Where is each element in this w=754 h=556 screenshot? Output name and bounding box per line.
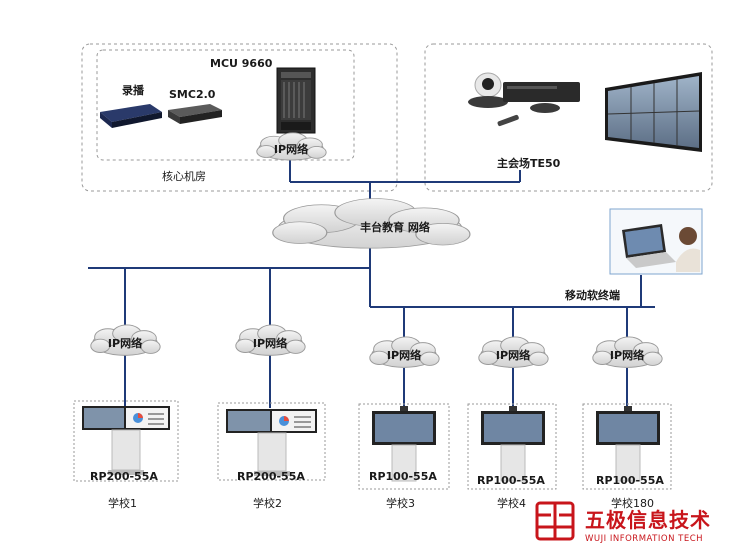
- school-3-model-label: RP100-55A: [369, 470, 437, 483]
- school-1-model-label: RP200-55A: [90, 470, 158, 483]
- main-venue-box: [424, 43, 713, 192]
- recorder-label: 录播: [122, 83, 145, 97]
- school-1-name: 学校1: [108, 496, 137, 510]
- school-2-rp200-terminal: [226, 409, 317, 476]
- te50-codec-device: [503, 82, 580, 102]
- core-ip-cloud-label: IP网络: [274, 142, 308, 156]
- school-1-ip-cloud-label: IP网络: [108, 336, 142, 350]
- school-180-ip-cloud-label: IP网络: [610, 348, 644, 362]
- main-venue-label: 主会场TE50: [497, 156, 561, 170]
- school-1-terminal-box: [73, 400, 179, 482]
- school-180-rp100-terminal: [596, 406, 660, 482]
- backbone-cloud-label: 丰台教育 网络: [360, 220, 430, 234]
- school-4-model-label: RP100-55A: [477, 474, 545, 487]
- core-room-label: 核心机房: [162, 169, 206, 183]
- wuji-logo-icon: [535, 501, 575, 541]
- school-3-rp100-terminal: [372, 406, 436, 482]
- smc-server-device: [168, 104, 222, 124]
- school-3-terminal-box: [358, 403, 450, 490]
- school-180-model-label: RP100-55A: [596, 474, 664, 487]
- school-4-name: 学校4: [497, 496, 526, 510]
- watermark-title: 五极信息技术: [585, 508, 711, 532]
- school-3-ip-cloud-label: IP网络: [387, 348, 421, 362]
- core-room-inner-box: [96, 49, 355, 161]
- school-3-name: 学校3: [386, 496, 415, 510]
- mcu-chassis-device: [276, 67, 316, 134]
- school-180-terminal-box: [582, 403, 672, 490]
- school-4-rp100-terminal: [481, 406, 545, 482]
- school-180-name: 学校180: [611, 496, 654, 510]
- school-2-ip-cloud-label: IP网络: [253, 336, 287, 350]
- network-links: [88, 160, 655, 410]
- video-wall-screen: [605, 72, 702, 152]
- microphone-icon: [530, 103, 560, 113]
- recorder-device: [100, 104, 162, 128]
- mobile-terminal-label: 移动软终端: [565, 288, 620, 302]
- remote-control-icon: [497, 114, 519, 127]
- mcu-label: MCU 9660: [210, 57, 273, 70]
- te50-camera-icon: [468, 72, 508, 108]
- school-2-model-label: RP200-55A: [237, 470, 305, 483]
- watermark-subtitle: WUJI INFORMATION TECH: [585, 534, 703, 544]
- school-4-terminal-box: [467, 403, 557, 490]
- school-1-rp200-terminal: [82, 406, 170, 475]
- school-2-terminal-box: [217, 402, 326, 481]
- mobile-terminal-device: [609, 208, 703, 275]
- smc-label: SMC2.0: [169, 88, 216, 101]
- school-2-name: 学校2: [253, 496, 282, 510]
- school-4-ip-cloud-label: IP网络: [496, 348, 530, 362]
